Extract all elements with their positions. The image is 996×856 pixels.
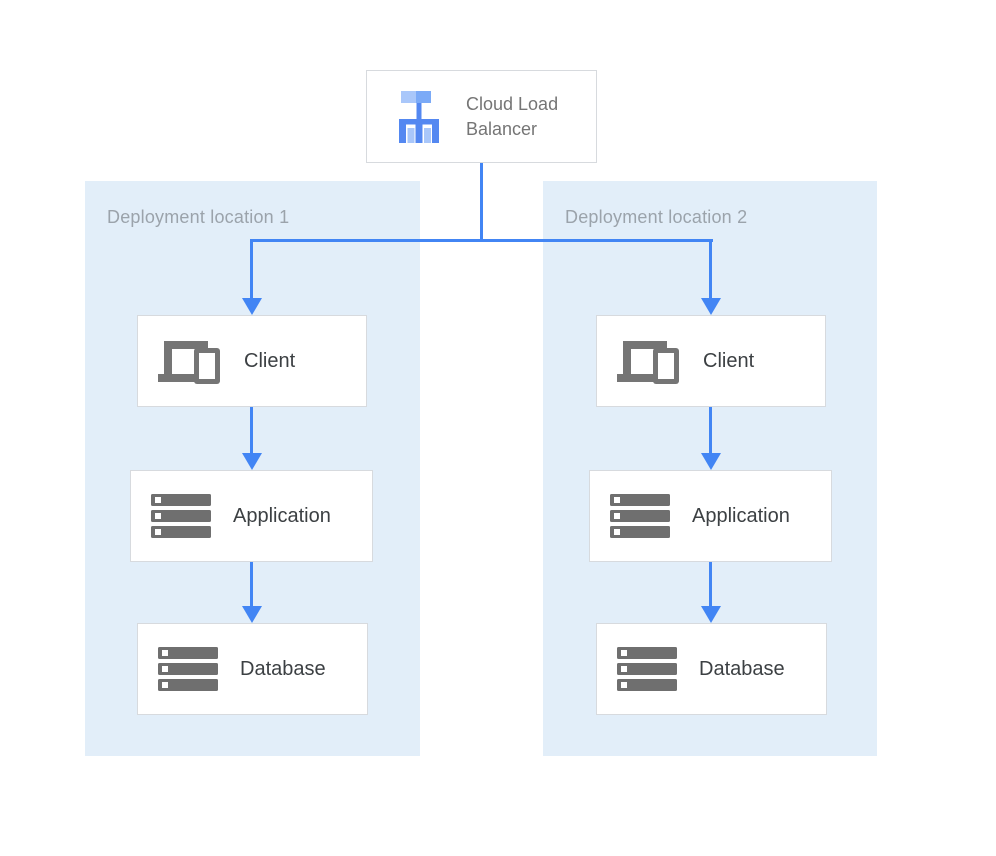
connector-lb-stem <box>480 163 483 241</box>
node-application-2: Application <box>589 470 832 562</box>
node-label: Client <box>703 349 755 372</box>
region-label: Deployment location 1 <box>107 207 290 227</box>
load-balancer-node: Cloud Load Balancer <box>366 70 597 163</box>
server-stack-icon <box>617 647 677 691</box>
devices-icon <box>617 341 679 384</box>
server-stack-icon <box>158 647 218 691</box>
connector-client1-application1 <box>250 407 253 454</box>
server-stack-icon <box>610 494 670 538</box>
connector-application1-database1 <box>250 562 253 607</box>
node-application-1: Application <box>130 470 373 562</box>
node-label: Application <box>233 504 331 527</box>
arrowhead-into-client-1 <box>242 298 262 315</box>
connector-client2-application2 <box>709 407 712 454</box>
arrowhead-into-client-2 <box>701 298 721 315</box>
node-label: Application <box>692 504 790 527</box>
connector-application2-database2 <box>709 562 712 607</box>
devices-icon <box>158 341 220 384</box>
arrowhead-into-database-2 <box>701 606 721 623</box>
node-client-2: Client <box>596 315 826 407</box>
node-database-2: Database <box>596 623 827 715</box>
connector-branch-left-vertical <box>250 239 253 299</box>
node-label: Database <box>240 657 326 680</box>
server-stack-icon <box>151 494 211 538</box>
arrowhead-into-application-1 <box>242 453 262 470</box>
node-database-1: Database <box>137 623 368 715</box>
node-label: Client <box>244 349 296 372</box>
node-client-1: Client <box>137 315 367 407</box>
load-balancer-label: Cloud Load Balancer <box>466 93 559 139</box>
connector-branch-horizontal <box>251 239 713 242</box>
region-label: Deployment location 2 <box>565 207 748 227</box>
arrowhead-into-application-2 <box>701 453 721 470</box>
load-balancer-icon <box>399 90 439 143</box>
connector-branch-right-vertical <box>709 239 712 299</box>
arrowhead-into-database-1 <box>242 606 262 623</box>
node-label: Database <box>699 657 785 680</box>
